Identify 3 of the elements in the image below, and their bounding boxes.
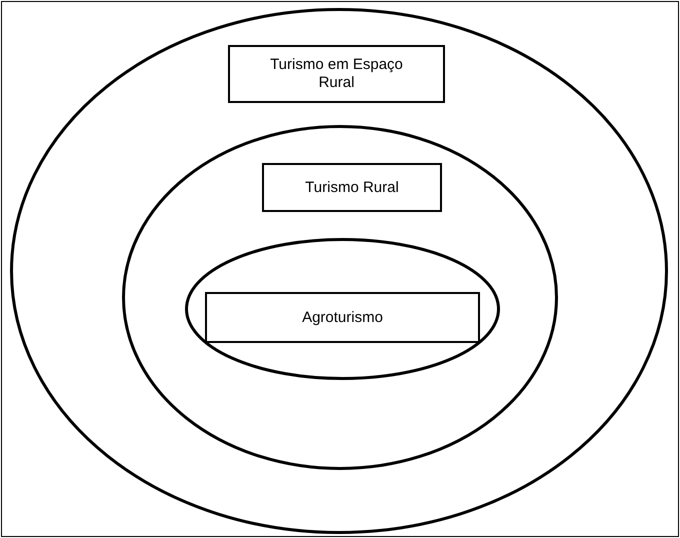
category-label-box: Turismo Rural	[262, 163, 442, 212]
category-label-box: Agroturismo	[205, 292, 480, 343]
category-label-box: Turismo em Espaço Rural	[228, 45, 445, 103]
